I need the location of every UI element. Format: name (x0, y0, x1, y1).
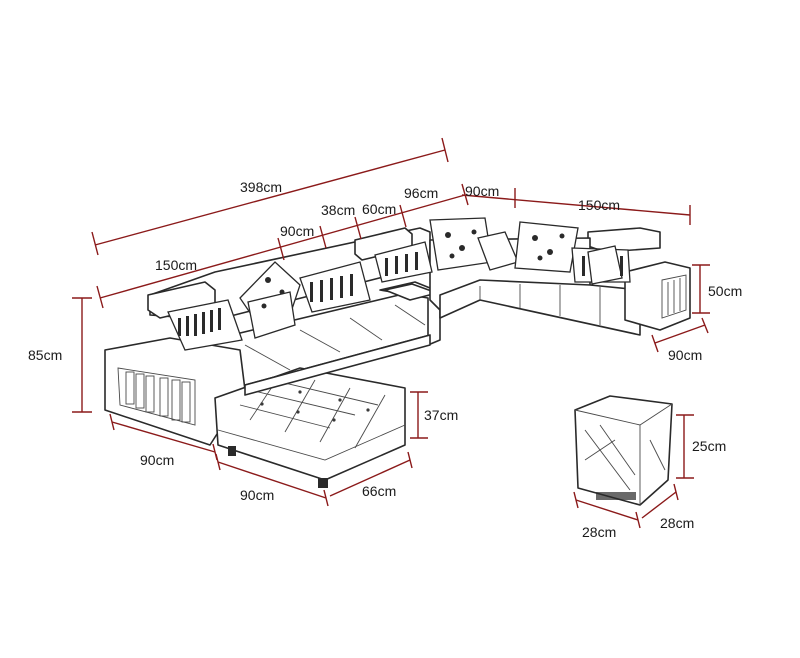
label-corner-width: 96cm (404, 185, 438, 201)
label-right-depth: 90cm (668, 347, 702, 363)
label-sofa-height: 85cm (28, 347, 62, 363)
dimension-labels: 398cm 150cm 90cm 38cm 60cm 96cm 90cm 150… (28, 179, 742, 540)
label-ottoman-height: 25cm (692, 438, 726, 454)
label-armrest-width: 38cm (321, 202, 355, 218)
label-chaise-length: 90cm (240, 487, 274, 503)
label-chaise-height: 37cm (424, 407, 458, 423)
sectional-sofa (104, 217, 691, 488)
label-total-length: 398cm (240, 179, 282, 195)
left-seat-front (244, 334, 431, 396)
dimension-lines (72, 137, 710, 529)
label-right-back-length: 150cm (578, 197, 620, 213)
label-seat-width-2: 90cm (465, 183, 499, 199)
label-ottoman-depth: 28cm (660, 515, 694, 531)
label-seat-width-1: 90cm (280, 223, 314, 239)
label-left-back-length: 150cm (155, 257, 197, 273)
ottoman (574, 395, 673, 506)
label-chaise-depth: 66cm (362, 483, 396, 499)
label-table-width: 60cm (362, 201, 396, 217)
corner-seat (439, 279, 641, 336)
label-ottoman-width: 28cm (582, 524, 616, 540)
label-chaise-width: 90cm (140, 452, 174, 468)
throw-pillows (167, 217, 631, 351)
chaise-lounge (214, 367, 406, 481)
label-right-arm-height: 50cm (708, 283, 742, 299)
